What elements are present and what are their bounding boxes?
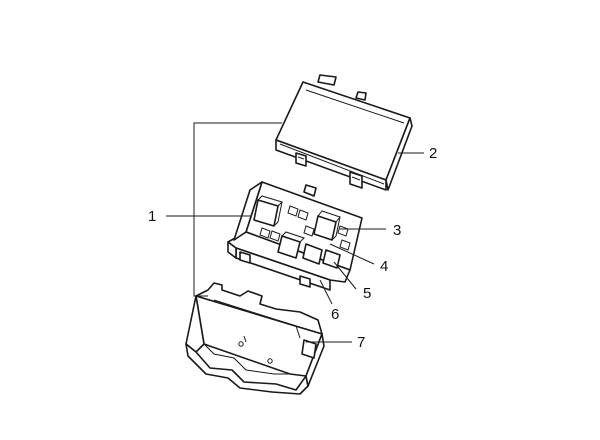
fuse-box-cover [275, 74, 413, 191]
callout-3: 3 [393, 222, 401, 239]
callout-1: 1 [148, 208, 156, 225]
callout-labels: 1 2 3 4 5 6 7 [148, 145, 437, 351]
callout-6: 6 [331, 306, 339, 323]
callout-7: 7 [357, 334, 365, 351]
callout-4: 4 [380, 258, 388, 275]
lower-housing [185, 282, 325, 395]
callout-5: 5 [363, 285, 371, 302]
fuse-box-body [227, 181, 363, 291]
callout-2: 2 [429, 145, 437, 162]
leader-lines [166, 122, 424, 343]
